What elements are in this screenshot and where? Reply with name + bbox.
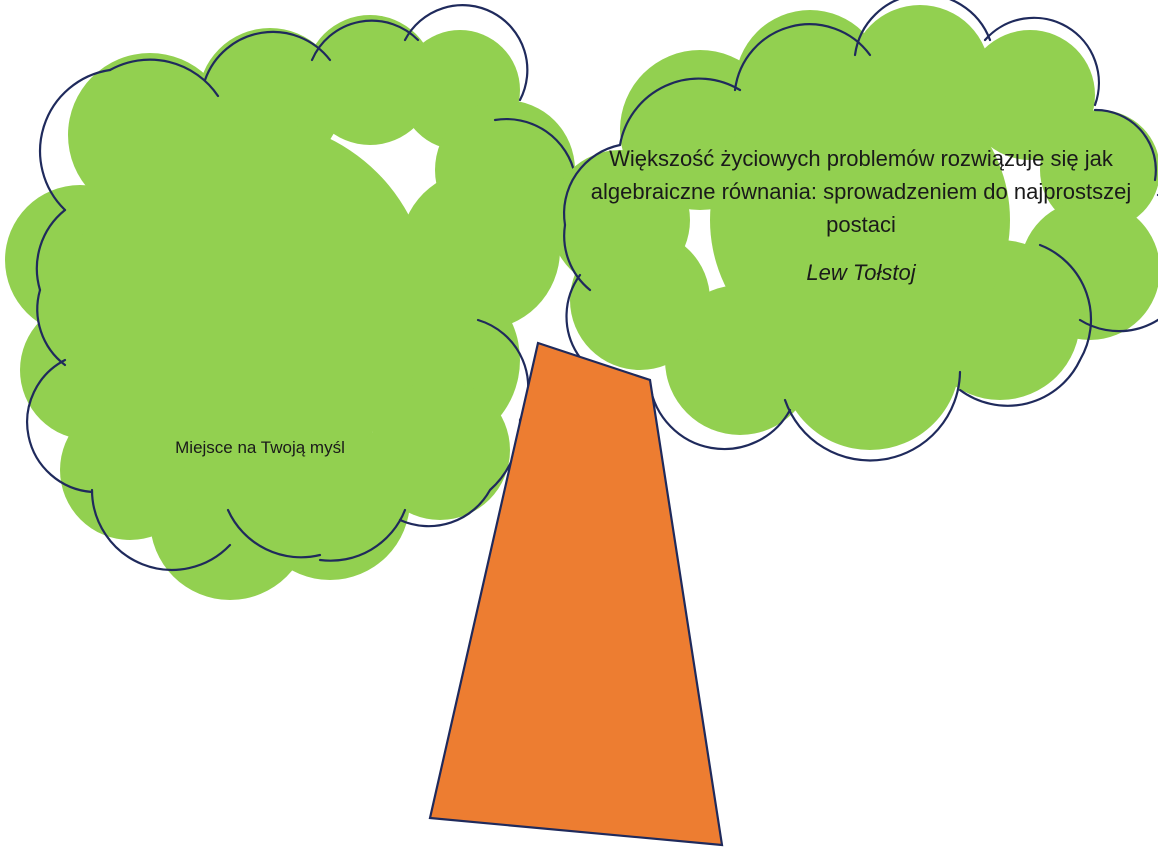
left-cloud-text: Miejsce na Twoją myśl xyxy=(175,438,345,457)
quote-author: Lew Tołstoj xyxy=(806,260,916,285)
right-cloud xyxy=(550,0,1158,462)
tree-trunk xyxy=(428,341,724,847)
quote-text: Większość życiowych problemów rozwiązuje… xyxy=(590,146,1132,237)
left-cloud xyxy=(5,4,577,600)
quote-block: Większość życiowych problemów rozwiązuje… xyxy=(560,142,1158,286)
